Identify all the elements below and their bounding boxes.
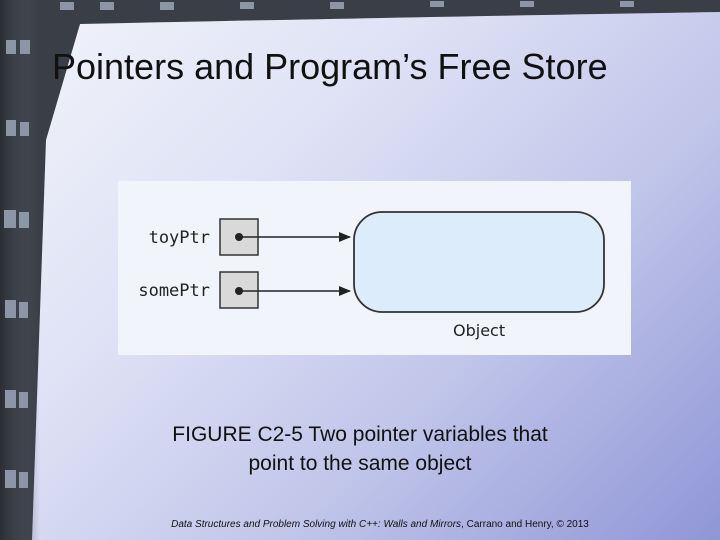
diagram-canvas: toyPtr somePtr Object [118, 181, 631, 355]
footer-book-title: Data Structures and Problem Solving with… [171, 519, 461, 530]
figure-caption: FIGURE C2-5 Two pointer variables that p… [130, 420, 590, 478]
object-box [354, 212, 604, 312]
footer-authors: , Carrano and Henry, © 2013 [461, 519, 589, 530]
object-label: Object [453, 321, 505, 340]
pointer-label-somePtr: somePtr [138, 281, 210, 301]
slide-title: Pointers and Program’s Free Store [52, 46, 692, 88]
caption-line-1: FIGURE C2-5 Two pointer variables that [130, 420, 590, 449]
pointer-diagram: toyPtr somePtr Object [118, 181, 631, 355]
footer-citation: Data Structures and Problem Solving with… [100, 519, 660, 530]
caption-line-2: point to the same object [130, 449, 590, 478]
pointer-label-toyPtr: toyPtr [149, 228, 210, 248]
